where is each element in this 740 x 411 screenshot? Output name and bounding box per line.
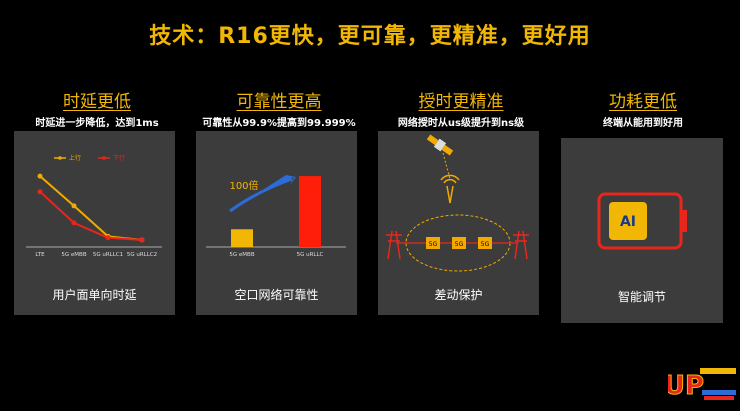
- reliability-heading: 可靠性更高: [236, 92, 322, 112]
- latency-chart: LTE 5G eMBB 5G uRLLC1 5G uRLLC2 上行 下行: [26, 154, 162, 258]
- growth-annotation: 100倍: [229, 179, 258, 192]
- reliability-panel: 5G eMBB 5G uRLLC 100倍 空口网络可靠性: [196, 131, 357, 315]
- legend-marker: [58, 156, 62, 160]
- page-title: 技术：R16更快，更可靠，更精准，更好用: [149, 24, 591, 49]
- power-heading: 功耗更低: [609, 92, 677, 112]
- x-tick-label: LTE: [35, 252, 45, 258]
- timing-panel: 5G 5G 5G 差动保护: [378, 131, 539, 315]
- satellite-icon: [426, 134, 454, 156]
- battery-icon: AI: [597, 192, 687, 250]
- series-line: [39, 190, 143, 241]
- sync-chip: 5G: [426, 237, 440, 249]
- sync-chip: 5G: [452, 237, 466, 249]
- x-tick-label: 5G eMBB: [229, 252, 254, 258]
- antenna-icon: [440, 174, 460, 204]
- x-tick-label: 5G uRLLC1: [93, 252, 123, 258]
- timing-subtitle: 网络授时从us级提升到ns级: [397, 118, 525, 129]
- reliability-chart: 5G eMBB 5G uRLLC 100倍: [206, 175, 346, 258]
- differential-protection-diagram: 5G 5G 5G: [386, 134, 529, 272]
- timing-heading: 授时更精准: [418, 92, 504, 112]
- pylon-left-icon: [386, 230, 402, 260]
- power-caption: 智能调节: [617, 290, 666, 304]
- x-tick-label: 5G eMBB: [61, 252, 86, 258]
- svg-text:5G: 5G: [455, 241, 464, 248]
- data-point: [139, 237, 145, 243]
- x-tick-label: 5G uRLLC: [297, 252, 324, 258]
- legend-label: 下行: [113, 154, 125, 162]
- reliability-subtitle: 可靠性从99.9%提高到99.999%: [202, 118, 356, 129]
- x-tick-label: 5G uRLLC2: [127, 252, 157, 258]
- timing-caption: 差动保护: [434, 288, 483, 302]
- latency-heading: 时延更低: [63, 92, 131, 112]
- bar: [299, 176, 321, 247]
- latency-subtitle: 时延进一步降低，达到1ms: [35, 118, 159, 129]
- data-point: [37, 173, 43, 179]
- svg-text:5G: 5G: [429, 241, 438, 248]
- pylon-right-icon: [513, 230, 529, 260]
- sync-chip: 5G: [478, 237, 492, 249]
- signal-link: [442, 152, 451, 180]
- growth-arrow: [229, 177, 293, 213]
- bar: [231, 229, 253, 247]
- reliability-caption: 空口网络可靠性: [234, 288, 319, 302]
- power-panel: AI 智能调节: [561, 138, 723, 323]
- data-point: [71, 220, 77, 226]
- battery-label: AI: [620, 214, 636, 230]
- svg-text:UP: UP: [668, 371, 704, 401]
- data-point: [37, 189, 43, 195]
- data-point: [71, 203, 77, 209]
- svg-text:5G: 5G: [481, 241, 490, 248]
- latency-caption: 用户面单向时延: [52, 288, 137, 302]
- brand-logo: UP: [668, 368, 736, 402]
- power-subtitle: 终端从能用到好用: [603, 118, 683, 129]
- legend-marker: [102, 156, 106, 160]
- latency-panel: LTE 5G eMBB 5G uRLLC1 5G uRLLC2 上行 下行 用户面单向时延: [14, 131, 175, 315]
- data-point: [105, 235, 111, 241]
- legend-label: 上行: [69, 154, 81, 162]
